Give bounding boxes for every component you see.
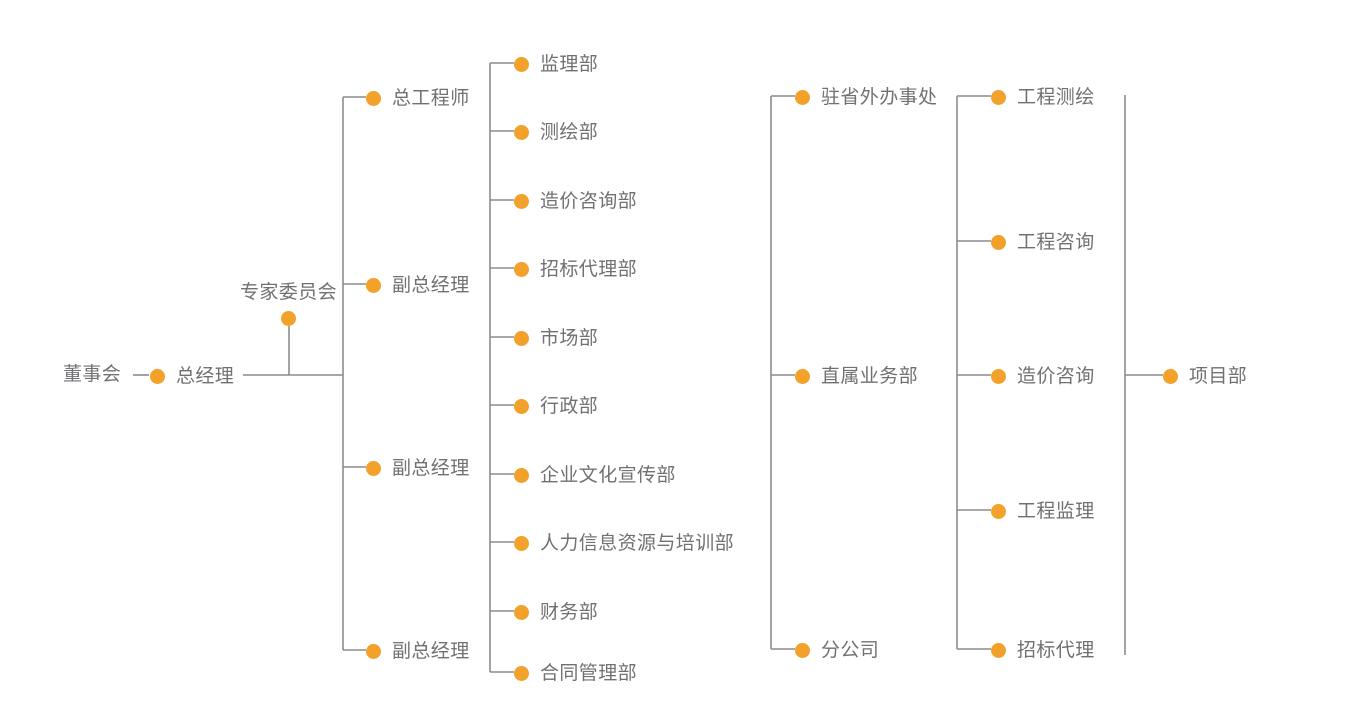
- node-expert-committee-label: 专家委员会: [240, 281, 338, 303]
- node-dot-icon: [795, 90, 810, 105]
- node-project[interactable]: 项目部: [1163, 367, 1247, 386]
- node-business-unit-2-label: 分公司: [821, 639, 880, 661]
- node-dot-icon: [514, 605, 529, 620]
- node-service-2[interactable]: 造价咨询: [991, 367, 1095, 386]
- node-department-2[interactable]: 造价咨询部: [514, 192, 637, 211]
- node-dot-icon: [366, 91, 381, 106]
- node-department-6[interactable]: 企业文化宣传部: [514, 466, 676, 485]
- node-dot-icon: [514, 666, 529, 681]
- node-board[interactable]: 董事会: [63, 365, 121, 384]
- node-dot-icon: [514, 125, 529, 140]
- node-dot-icon: [281, 311, 296, 326]
- node-department-2-label: 造价咨询部: [540, 190, 638, 212]
- node-dot-icon: [991, 235, 1006, 250]
- node-department-9-label: 合同管理部: [540, 662, 638, 684]
- node-executive-1-label: 副总经理: [392, 274, 470, 296]
- node-department-1-label: 测绘部: [540, 121, 599, 143]
- node-service-3[interactable]: 工程监理: [991, 502, 1095, 521]
- node-executive-2[interactable]: 副总经理: [366, 459, 470, 478]
- node-department-6-label: 企业文化宣传部: [540, 464, 676, 486]
- node-board-label: 董事会: [63, 363, 122, 385]
- node-service-3-label: 工程监理: [1017, 500, 1095, 522]
- node-dot-icon: [795, 643, 810, 658]
- node-business-unit-1[interactable]: 直属业务部: [795, 367, 918, 386]
- node-executive-0-label: 总工程师: [392, 87, 470, 109]
- node-executive-3[interactable]: 副总经理: [366, 642, 470, 661]
- node-department-5-label: 行政部: [540, 395, 599, 417]
- node-dot-icon: [795, 369, 810, 384]
- node-service-0[interactable]: 工程测绘: [991, 88, 1095, 107]
- node-dot-icon: [514, 536, 529, 551]
- node-department-7-label: 人力信息资源与培训部: [540, 532, 735, 554]
- node-general-manager-label: 总经理: [176, 365, 235, 387]
- node-dot-icon: [366, 278, 381, 293]
- node-dot-icon: [514, 331, 529, 346]
- node-dot-icon: [366, 461, 381, 476]
- node-executive-1[interactable]: 副总经理: [366, 276, 470, 295]
- node-service-1[interactable]: 工程咨询: [991, 233, 1095, 252]
- node-service-0-label: 工程测绘: [1017, 86, 1095, 108]
- node-business-unit-0-label: 驻省外办事处: [821, 86, 938, 108]
- node-executive-0[interactable]: 总工程师: [366, 89, 470, 108]
- node-business-unit-2[interactable]: 分公司: [795, 641, 879, 660]
- node-department-5[interactable]: 行政部: [514, 397, 598, 416]
- node-dot-icon: [514, 468, 529, 483]
- node-executive-3-label: 副总经理: [392, 640, 470, 662]
- node-dot-icon: [991, 643, 1006, 658]
- node-department-4-label: 市场部: [540, 327, 599, 349]
- node-business-unit-0[interactable]: 驻省外办事处: [795, 88, 937, 107]
- node-dot-icon: [991, 369, 1006, 384]
- node-department-0[interactable]: 监理部: [514, 55, 598, 74]
- node-department-7[interactable]: 人力信息资源与培训部: [514, 534, 734, 553]
- node-department-9[interactable]: 合同管理部: [514, 664, 637, 683]
- node-dot-icon: [1163, 369, 1178, 384]
- node-department-8[interactable]: 财务部: [514, 603, 598, 622]
- node-general-manager[interactable]: 总经理: [150, 367, 234, 386]
- node-project-label: 项目部: [1189, 365, 1248, 387]
- node-department-3-label: 招标代理部: [540, 258, 638, 280]
- node-dot-icon: [514, 262, 529, 277]
- node-dot-icon: [514, 57, 529, 72]
- node-business-unit-1-label: 直属业务部: [821, 365, 919, 387]
- node-department-4[interactable]: 市场部: [514, 329, 598, 348]
- node-service-4-label: 招标代理: [1017, 639, 1095, 661]
- node-executive-2-label: 副总经理: [392, 457, 470, 479]
- node-dot-icon: [150, 369, 165, 384]
- node-department-8-label: 财务部: [540, 601, 599, 623]
- node-department-0-label: 监理部: [540, 53, 599, 75]
- node-department-3[interactable]: 招标代理部: [514, 260, 637, 279]
- node-dot-icon: [366, 644, 381, 659]
- node-dot-icon: [514, 194, 529, 209]
- node-dot-icon: [991, 504, 1006, 519]
- node-dot-icon: [991, 90, 1006, 105]
- node-dot-icon: [514, 399, 529, 414]
- node-department-1[interactable]: 测绘部: [514, 123, 598, 142]
- node-expert-committee[interactable]: 专家委员会: [240, 283, 337, 326]
- node-service-4[interactable]: 招标代理: [991, 641, 1095, 660]
- node-service-2-label: 造价咨询: [1017, 365, 1095, 387]
- node-service-1-label: 工程咨询: [1017, 231, 1095, 253]
